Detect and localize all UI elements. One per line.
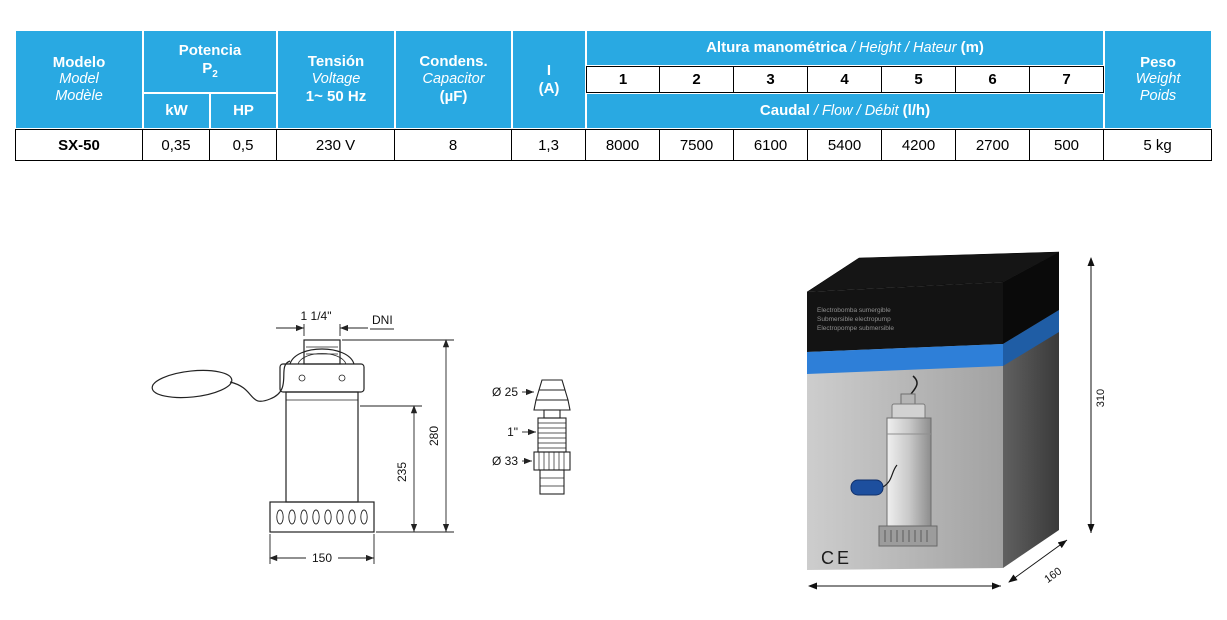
header-tension: Tensión Voltage 1~ 50 Hz (277, 30, 395, 129)
cell-flow-5m: 4200 (882, 129, 956, 161)
height-col-5: 5 (882, 66, 956, 93)
cell-model: SX-50 (15, 129, 143, 161)
base-width-label: 150 (312, 551, 332, 565)
box-front-blue-stripe (807, 344, 1003, 374)
box-label-line-fr: Electropompe submersible (817, 325, 894, 332)
table-row-sx50: SX-50 0,35 0,5 230 V 8 1,3 8000 7500 610… (15, 129, 1213, 161)
pump-dimension-labels: 1 1/4" DNI 150 235 280 (301, 309, 441, 565)
cell-flow-2m: 7500 (660, 129, 734, 161)
header-tension-es: Tensión (307, 53, 365, 71)
cell-weight: 5 kg (1104, 129, 1213, 161)
box-label-text: Electrobomba sumergible Submersible elec… (817, 307, 894, 332)
header-modelo-fr: Modèle (55, 88, 103, 105)
header-capacitor-unit: (µF) (439, 88, 468, 106)
pump-base (269, 501, 375, 533)
header-capacitor: Condens. Capacitor (µF) (395, 30, 512, 129)
header-hp: HP (210, 93, 277, 129)
ce-mark: CE (821, 548, 852, 568)
pump-image-base (878, 525, 938, 547)
total-height-label: 280 (427, 426, 441, 446)
header-potencia-p2: P2 (202, 59, 218, 80)
pump-outline (151, 339, 375, 533)
fitting-bottom-diameter-label: Ø 33 (492, 454, 518, 468)
header-caudal: Caudal / Flow / Débit (l/h) (586, 93, 1105, 129)
header-potencia: Potencia P2 (143, 30, 277, 93)
cell-flow-3m: 6100 (734, 129, 808, 161)
pump-body (285, 391, 359, 503)
box-height-label: 310 (1095, 389, 1107, 407)
header-modelo: Modelo Model Modèle (15, 30, 143, 129)
header-peso-fr: Poids (1139, 88, 1177, 105)
pump-cap (279, 363, 365, 393)
box-front-black-band (807, 282, 1003, 352)
header-peso: Peso Weight Poids (1104, 30, 1213, 129)
fitting-thread-label: 1" (507, 425, 518, 439)
height-values-row: 1 2 3 4 5 6 7 (15, 66, 1212, 93)
pump-technical-drawing: 1 1/4" DNI 150 235 280 Ø 25 1" Ø 33 (151, 309, 571, 565)
header-kw: kW (143, 93, 210, 129)
header-tension-en: Voltage (311, 70, 361, 87)
cell-flow-7m: 500 (1030, 129, 1105, 161)
height-col-2: 2 (660, 66, 734, 93)
box-depth-label: 160 (1042, 565, 1064, 585)
dni-label: DNI (372, 313, 393, 327)
header-capacitor-en: Capacitor (422, 70, 485, 87)
fitting-leader-arrows (522, 388, 536, 465)
header-potencia-title: Potencia (178, 42, 242, 60)
box-label-line-es: Electrobomba sumergible (817, 307, 891, 314)
outlet-dimension-label: 1 1/4" (301, 309, 332, 323)
product-box-figure: Electrobomba sumergible Submersible elec… (806, 251, 1107, 590)
header-altura: Altura manométrica / Height / Hateur (m) (586, 30, 1105, 66)
height-col-1: 1 (586, 66, 660, 93)
pump-product-image (850, 375, 938, 547)
header-capacitor-es: Condens. (419, 53, 488, 71)
height-col-3: 3 (734, 66, 808, 93)
header-modelo-es: Modelo (52, 53, 106, 71)
hose-fitting-drawing: Ø 25 1" Ø 33 (492, 379, 571, 495)
cell-current: 1,3 (512, 129, 586, 161)
header-current-unit: (A) (538, 79, 560, 97)
cell-voltage: 230 V (277, 129, 395, 161)
cell-flow-4m: 5400 (808, 129, 882, 161)
box-label-line-en: Submersible electropump (817, 316, 891, 323)
cell-capacitor: 8 (395, 129, 512, 161)
spec-table: Modelo Model Modèle Potencia P2 Tensión … (15, 30, 1213, 161)
pump-handle (289, 348, 355, 365)
float-switch (151, 369, 233, 399)
height-col-4: 4 (808, 66, 882, 93)
cell-hp: 0,5 (210, 129, 277, 161)
box-dimension-lines (808, 257, 1095, 590)
body-height-label: 235 (395, 462, 409, 482)
float-cable (229, 360, 291, 402)
cell-flow-1m: 8000 (586, 129, 660, 161)
pump-dimension-lines (269, 324, 454, 564)
header-peso-en: Weight (1135, 71, 1181, 88)
height-col-6: 6 (956, 66, 1030, 93)
fitting-collar (533, 451, 571, 471)
cell-flow-6m: 2700 (956, 129, 1030, 161)
pump-image-body (886, 417, 932, 527)
header-tension-freq: 1~ 50 Hz (305, 88, 367, 106)
fitting-barbs (533, 379, 571, 411)
box-right-black-band (1003, 252, 1059, 344)
header-current-symbol: I (546, 61, 552, 79)
box-right-blue-stripe (1003, 310, 1059, 366)
pump-image-float (850, 479, 884, 496)
base-intake-slots (276, 509, 368, 525)
height-col-7: 7 (1030, 66, 1105, 93)
fitting-top-diameter-label: Ø 25 (492, 385, 518, 399)
header-current: I (A) (512, 30, 586, 129)
header-peso-es: Peso (1140, 53, 1176, 71)
cell-kw: 0,35 (143, 129, 210, 161)
pump-outlet (303, 339, 341, 365)
header-modelo-en: Model (59, 71, 99, 88)
